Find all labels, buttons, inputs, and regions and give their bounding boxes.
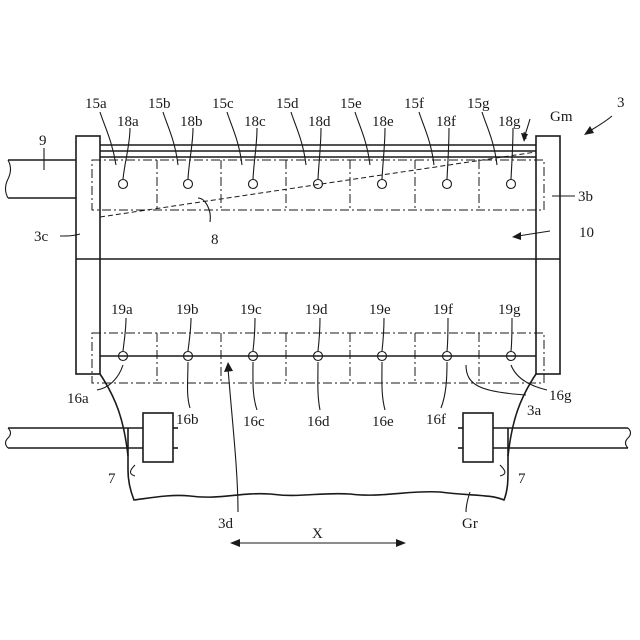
label-15f: 15f bbox=[404, 96, 424, 112]
label-3b: 3b bbox=[578, 189, 593, 205]
label-19b: 19b bbox=[176, 302, 199, 318]
label-18a: 18a bbox=[117, 114, 139, 130]
rod-9 bbox=[6, 160, 77, 198]
label-19e: 19e bbox=[369, 302, 391, 318]
label-15e: 15e bbox=[340, 96, 362, 112]
label-18c: 18c bbox=[244, 114, 266, 130]
label-18f: 18f bbox=[436, 114, 456, 130]
label-fig: 3 bbox=[617, 95, 625, 111]
label-18b: 18b bbox=[180, 114, 203, 130]
label-3c: 3c bbox=[34, 229, 49, 245]
label-18e: 18e bbox=[372, 114, 394, 130]
inclined-line-8 bbox=[100, 152, 536, 217]
label-10: 10 bbox=[579, 225, 594, 241]
label-19c: 19c bbox=[240, 302, 262, 318]
label-gr: Gr bbox=[462, 516, 478, 532]
label-3d: 3d bbox=[218, 516, 234, 532]
label-18d: 18d bbox=[308, 114, 331, 130]
label-15a: 15a bbox=[85, 96, 107, 112]
label-19d: 19d bbox=[305, 302, 328, 318]
label-16e: 16e bbox=[372, 414, 394, 430]
label-16g: 16g bbox=[549, 388, 572, 404]
label-8: 8 bbox=[211, 232, 219, 248]
label-x: X bbox=[312, 526, 323, 542]
label-3a: 3a bbox=[527, 403, 542, 419]
label-16b: 16b bbox=[176, 412, 199, 428]
leaders-19 bbox=[123, 318, 512, 351]
label-16c: 16c bbox=[243, 414, 265, 430]
arrows bbox=[224, 116, 612, 547]
label-19g: 19g bbox=[498, 302, 521, 318]
label-9: 9 bbox=[39, 133, 47, 149]
label-16a: 16a bbox=[67, 391, 89, 407]
label-15c: 15c bbox=[212, 96, 234, 112]
left-shaft-bearing bbox=[6, 413, 179, 462]
label-gm: Gm bbox=[550, 109, 573, 125]
label-15g: 15g bbox=[467, 96, 490, 112]
leaders-18 bbox=[123, 128, 513, 179]
holes-18 bbox=[119, 180, 516, 189]
label-7-left: 7 bbox=[108, 471, 116, 487]
label-15b: 15b bbox=[148, 96, 171, 112]
label-15d: 15d bbox=[276, 96, 299, 112]
label-19a: 19a bbox=[111, 302, 133, 318]
right-shaft-bearing bbox=[458, 413, 631, 462]
label-18g: 18g bbox=[498, 114, 521, 130]
label-7-right: 7 bbox=[518, 471, 526, 487]
label-16f: 16f bbox=[426, 412, 446, 428]
label-16d: 16d bbox=[307, 414, 330, 430]
label-19f: 19f bbox=[433, 302, 453, 318]
